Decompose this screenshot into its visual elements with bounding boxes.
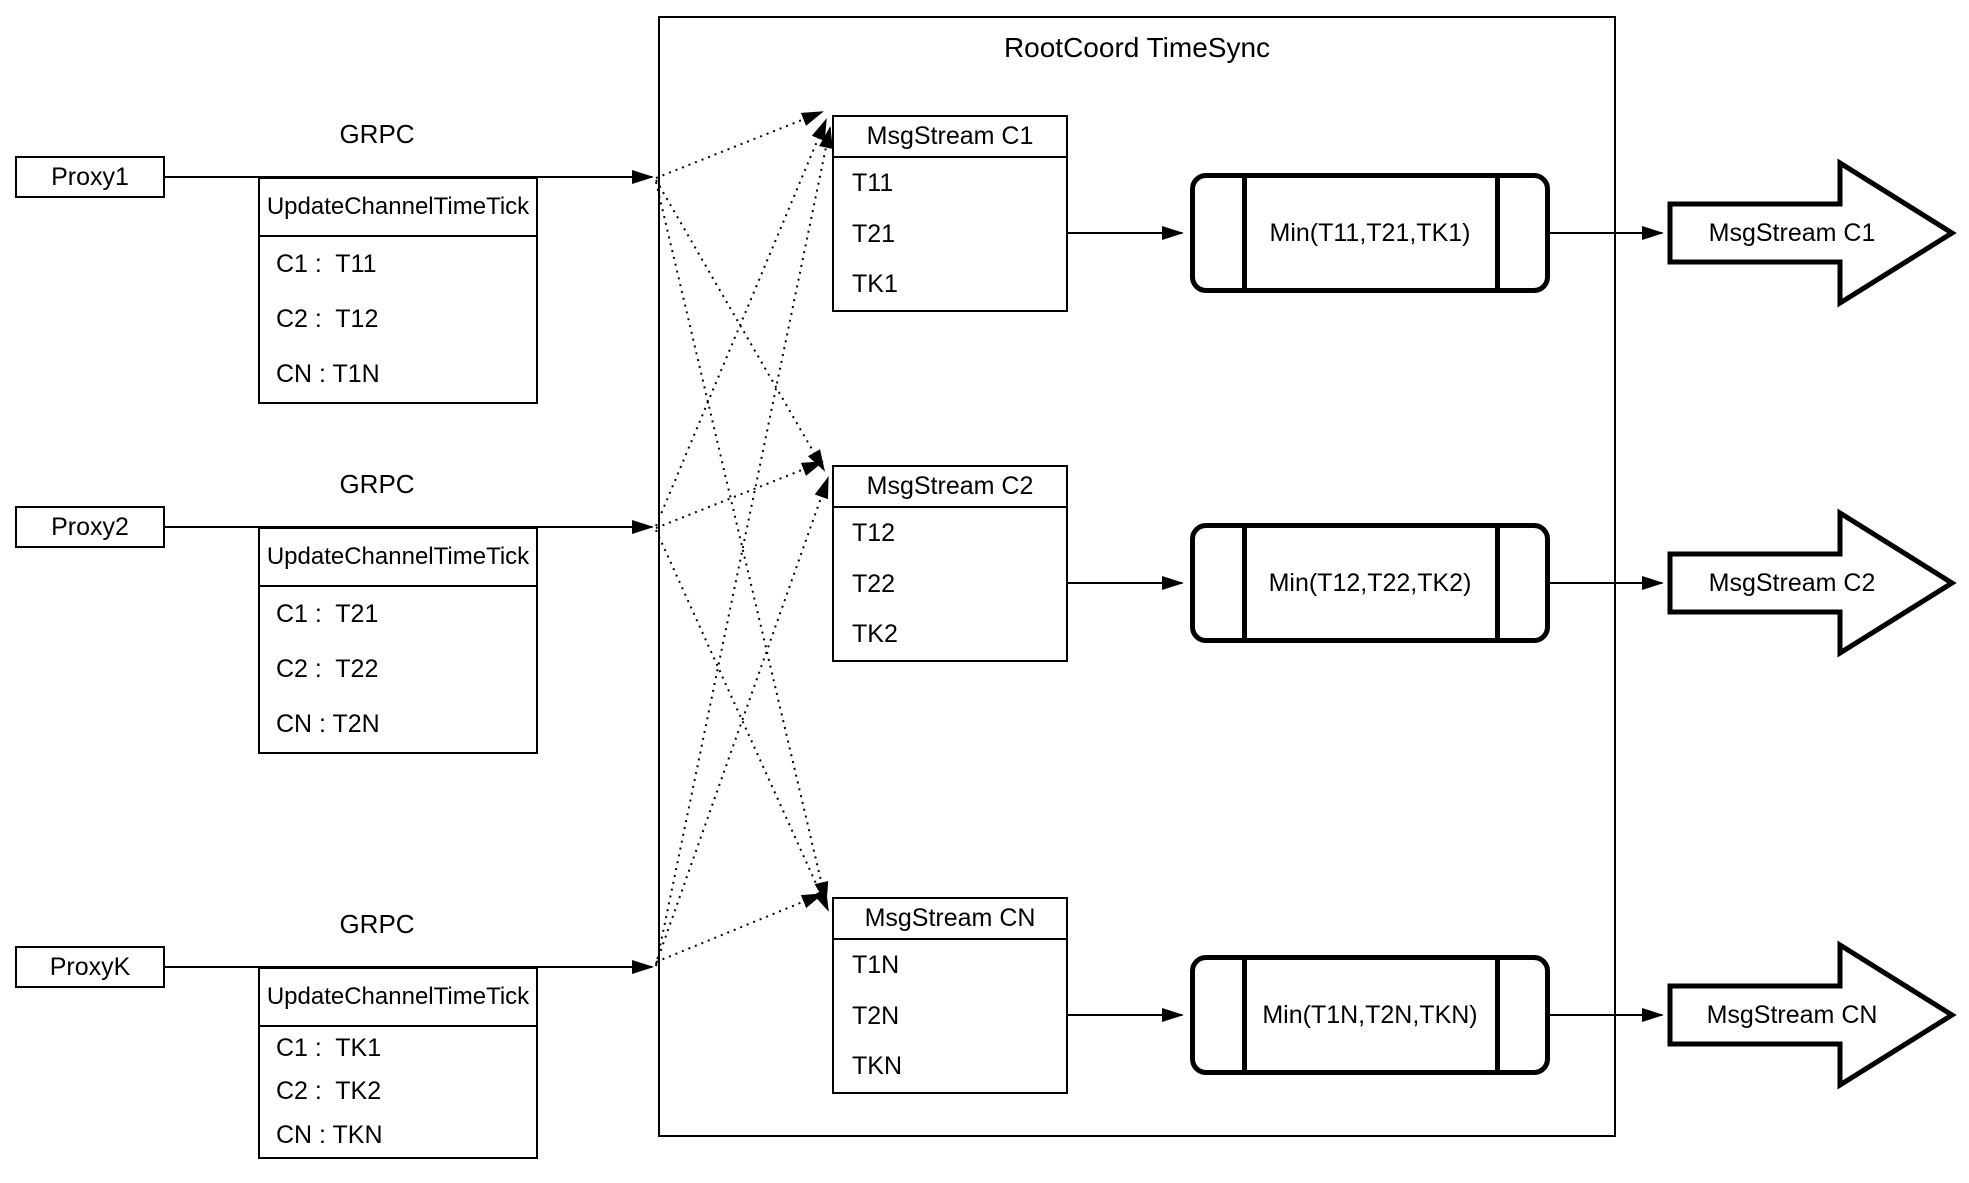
msgstream-table-c2: MsgStream C2 T12 T22 TK2 bbox=[832, 465, 1068, 662]
fanout-dotted-lines bbox=[655, 111, 833, 967]
update-row: C2 : T12 bbox=[276, 305, 379, 333]
output-arrow-label-c1: MsgStream C1 bbox=[1708, 218, 1876, 247]
output-block-arrow-c1 bbox=[1667, 158, 1957, 308]
update-row: CN : T1N bbox=[276, 360, 380, 388]
min-box-right-divider bbox=[1495, 528, 1500, 638]
min-box-c1: Min(T11,T21,TK1) bbox=[1190, 173, 1550, 293]
min-box-cn: Min(T1N,T2N,TKN) bbox=[1190, 955, 1550, 1075]
update-timetick-table-2: UpdateChannelTimeTick C1 : T21 C2 : T22 … bbox=[258, 527, 538, 754]
output-arrow-label-c2: MsgStream C2 bbox=[1708, 568, 1876, 597]
stream-row: T21 bbox=[852, 219, 896, 248]
proxy-box-1: Proxy1 bbox=[15, 156, 165, 198]
update-timetick-table-3: UpdateChannelTimeTick C1 : TK1 C2 : TK2 … bbox=[258, 967, 538, 1159]
min-box-left-divider bbox=[1242, 178, 1247, 288]
stream-row: T12 bbox=[852, 518, 896, 547]
update-row: C1 : TK1 bbox=[276, 1034, 382, 1063]
msgstream-table-c1: MsgStream C1 T11 T21 TK1 bbox=[832, 115, 1068, 312]
update-table-header: UpdateChannelTimeTick bbox=[260, 179, 536, 237]
update-row: C2 : T22 bbox=[276, 655, 379, 683]
update-table-header: UpdateChannelTimeTick bbox=[260, 969, 536, 1027]
update-table-header: UpdateChannelTimeTick bbox=[260, 529, 536, 587]
stream-row: T2N bbox=[852, 1001, 900, 1030]
msgstream-table-header: MsgStream C1 bbox=[834, 117, 1066, 158]
fanout-s1-cn bbox=[655, 181, 829, 904]
fanout-s1-c1 bbox=[655, 111, 824, 179]
stream-row: TK2 bbox=[852, 620, 898, 649]
min-box-left-divider bbox=[1242, 528, 1247, 638]
fanout-s2-c2 bbox=[655, 461, 824, 529]
output-block-arrow-c2 bbox=[1667, 508, 1957, 658]
grpc-label-2: GRPC bbox=[339, 468, 415, 499]
fanout-s3-c1 bbox=[655, 126, 833, 967]
update-row: CN : TKN bbox=[276, 1120, 383, 1149]
update-row: CN : T2N bbox=[276, 710, 380, 738]
min-box-right-divider bbox=[1495, 960, 1500, 1070]
stream-row: T11 bbox=[852, 168, 894, 197]
proxy-label: Proxy2 bbox=[51, 512, 129, 541]
min-label: Min(T1N,T2N,TKN) bbox=[1262, 1000, 1478, 1029]
msgstream-table-cn: MsgStream CN T1N T2N TKN bbox=[832, 897, 1068, 1094]
min-box-c2: Min(T12,T22,TK2) bbox=[1190, 523, 1550, 643]
min-box-right-divider bbox=[1495, 178, 1500, 288]
proxy-box-2: Proxy2 bbox=[15, 506, 165, 548]
output-arrow-label-cn: MsgStream CN bbox=[1706, 1000, 1878, 1029]
update-row: C2 : TK2 bbox=[276, 1077, 382, 1106]
proxy-label: Proxy1 bbox=[51, 162, 129, 191]
fanout-s3-c2 bbox=[655, 476, 829, 965]
update-row: C1 : T11 bbox=[276, 250, 377, 278]
msgstream-table-header: MsgStream C2 bbox=[834, 467, 1066, 508]
rootcoord-title: RootCoord TimeSync bbox=[1003, 32, 1271, 63]
proxy-box-k: ProxyK bbox=[15, 946, 165, 988]
min-label: Min(T11,T21,TK1) bbox=[1269, 218, 1471, 247]
msgstream-table-header: MsgStream CN bbox=[834, 899, 1066, 940]
min-label: Min(T12,T22,TK2) bbox=[1268, 568, 1472, 597]
update-timetick-table-1: UpdateChannelTimeTick C1 : T11 C2 : T12 … bbox=[258, 177, 538, 404]
stream-row: TK1 bbox=[852, 270, 898, 299]
stream-row: T1N bbox=[852, 950, 900, 979]
stream-row: TKN bbox=[852, 1052, 902, 1081]
proxy-label: ProxyK bbox=[49, 952, 131, 981]
update-row: C1 : T21 bbox=[276, 600, 379, 628]
grpc-label-1: GRPC bbox=[339, 118, 415, 149]
stream-row: T22 bbox=[852, 569, 896, 598]
grpc-label-3: GRPC bbox=[339, 908, 415, 939]
rootcoord-box bbox=[658, 16, 1616, 1137]
output-block-arrow-cn bbox=[1667, 940, 1957, 1090]
min-box-left-divider bbox=[1242, 960, 1247, 1070]
fanout-s3-cn bbox=[655, 893, 824, 963]
